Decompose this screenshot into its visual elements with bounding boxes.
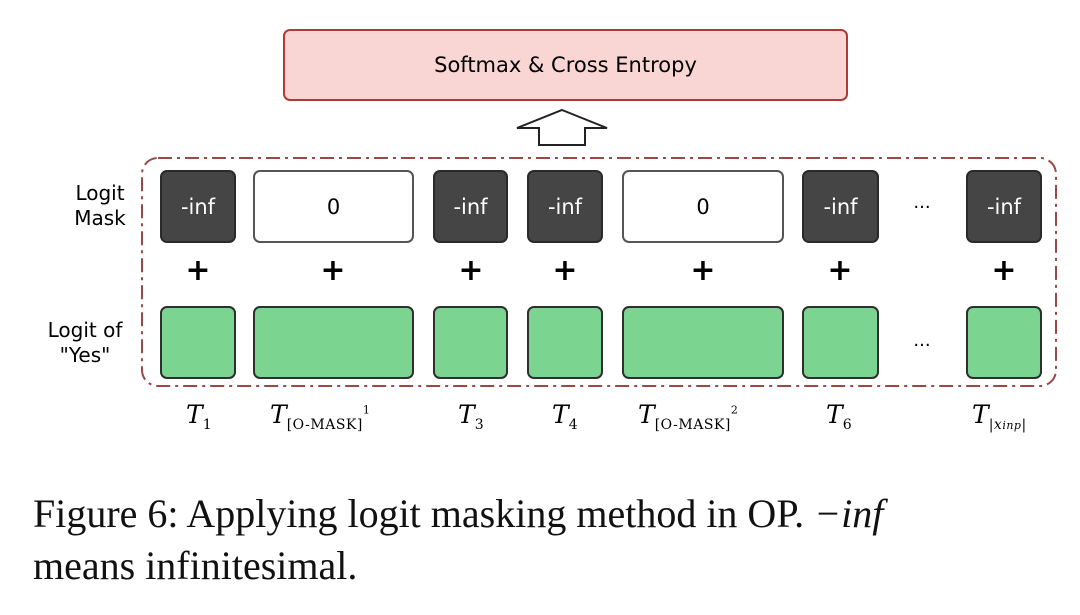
- mask-value: -inf: [823, 194, 858, 219]
- token-base: T: [552, 400, 569, 429]
- token-sub-sub: inp: [1002, 419, 1022, 432]
- logit-cell-2: [253, 306, 414, 379]
- up-arrow-icon: [516, 108, 608, 146]
- token-sub: 1: [202, 417, 213, 433]
- plus-sign-1: +: [185, 253, 211, 288]
- token-base: T: [186, 400, 203, 429]
- mask-value: -inf: [180, 194, 216, 219]
- token-label-6: T6: [826, 400, 852, 433]
- token-label-5: T[O-MASK]2: [638, 400, 738, 433]
- token-label-1: T1: [186, 400, 212, 433]
- logit-cell-1: [160, 306, 236, 379]
- token-label-last: T|xinp|: [972, 400, 1027, 433]
- token-label-4: T4: [552, 400, 578, 433]
- mask-value: -inf: [453, 194, 488, 219]
- mask-cell-4: -inf: [527, 170, 603, 243]
- token-base: T: [638, 400, 655, 429]
- logit-cell-7: [966, 306, 1042, 379]
- softmax-cross-entropy-box: Softmax & Cross Entropy: [283, 29, 848, 101]
- mask-row-ellipsis: ...: [913, 192, 931, 213]
- plus-sign-2: +: [320, 253, 346, 288]
- mask-cell-3: -inf: [433, 170, 508, 243]
- logit-mask-label-line2: Mask: [74, 206, 126, 230]
- logit-mask-label: Logit Mask: [55, 181, 145, 231]
- plus-sign-6: +: [827, 253, 853, 288]
- token-sub: 4: [568, 417, 579, 433]
- caption-line-1: Figure 6: Applying logit masking method …: [33, 488, 1063, 540]
- token-label-3: T3: [458, 400, 484, 433]
- logit-cell-3: [433, 306, 508, 379]
- logit-yes-label: Logit of "Yes": [30, 318, 140, 368]
- plus-sign-3: +: [458, 253, 484, 288]
- mask-value: -inf: [547, 194, 583, 219]
- token-sub: [O-MASK]: [654, 417, 731, 433]
- mask-cell-1: -inf: [160, 170, 236, 243]
- logit-yes-label-line1: Logit of: [47, 318, 123, 342]
- plus-sign-5: +: [690, 253, 716, 288]
- token-sub: 3: [474, 417, 485, 433]
- logit-yes-label-line2: "Yes": [59, 343, 111, 367]
- softmax-label: Softmax & Cross Entropy: [434, 53, 697, 77]
- token-base: T: [826, 400, 843, 429]
- logit-row-ellipsis: ...: [913, 330, 931, 351]
- caption-math: −inf: [814, 491, 884, 536]
- caption-line-2: means infinitesimal.: [33, 543, 358, 588]
- token-sub-end: |: [1021, 417, 1027, 433]
- figure-caption: Figure 6: Applying logit masking method …: [33, 488, 1063, 592]
- logit-cell-4: [527, 306, 603, 379]
- mask-cell-7: -inf: [966, 170, 1042, 243]
- mask-cell-2: 0: [253, 170, 414, 243]
- token-sup: 2: [730, 403, 738, 417]
- token-base: T: [972, 400, 989, 429]
- logit-cell-6: [802, 306, 879, 379]
- token-sub: |x: [988, 417, 1003, 433]
- token-base: T: [270, 400, 287, 429]
- caption-prefix: Figure 6: Applying logit masking method …: [33, 491, 815, 536]
- plus-sign-7: +: [991, 253, 1017, 288]
- token-sub: 6: [842, 417, 853, 433]
- mask-value: 0: [696, 194, 710, 219]
- plus-sign-4: +: [552, 253, 578, 288]
- logit-mask-label-line1: Logit: [75, 181, 125, 205]
- token-label-2: T[O-MASK]1: [270, 400, 370, 433]
- mask-cell-5: 0: [622, 170, 784, 243]
- mask-value: -inf: [986, 194, 1022, 219]
- logit-cell-5: [622, 306, 784, 379]
- mask-value: 0: [326, 194, 341, 219]
- mask-cell-6: -inf: [802, 170, 879, 243]
- dashed-frame: [141, 157, 1057, 387]
- token-sub: [O-MASK]: [286, 417, 363, 433]
- token-base: T: [458, 400, 475, 429]
- token-sup: 1: [362, 403, 370, 417]
